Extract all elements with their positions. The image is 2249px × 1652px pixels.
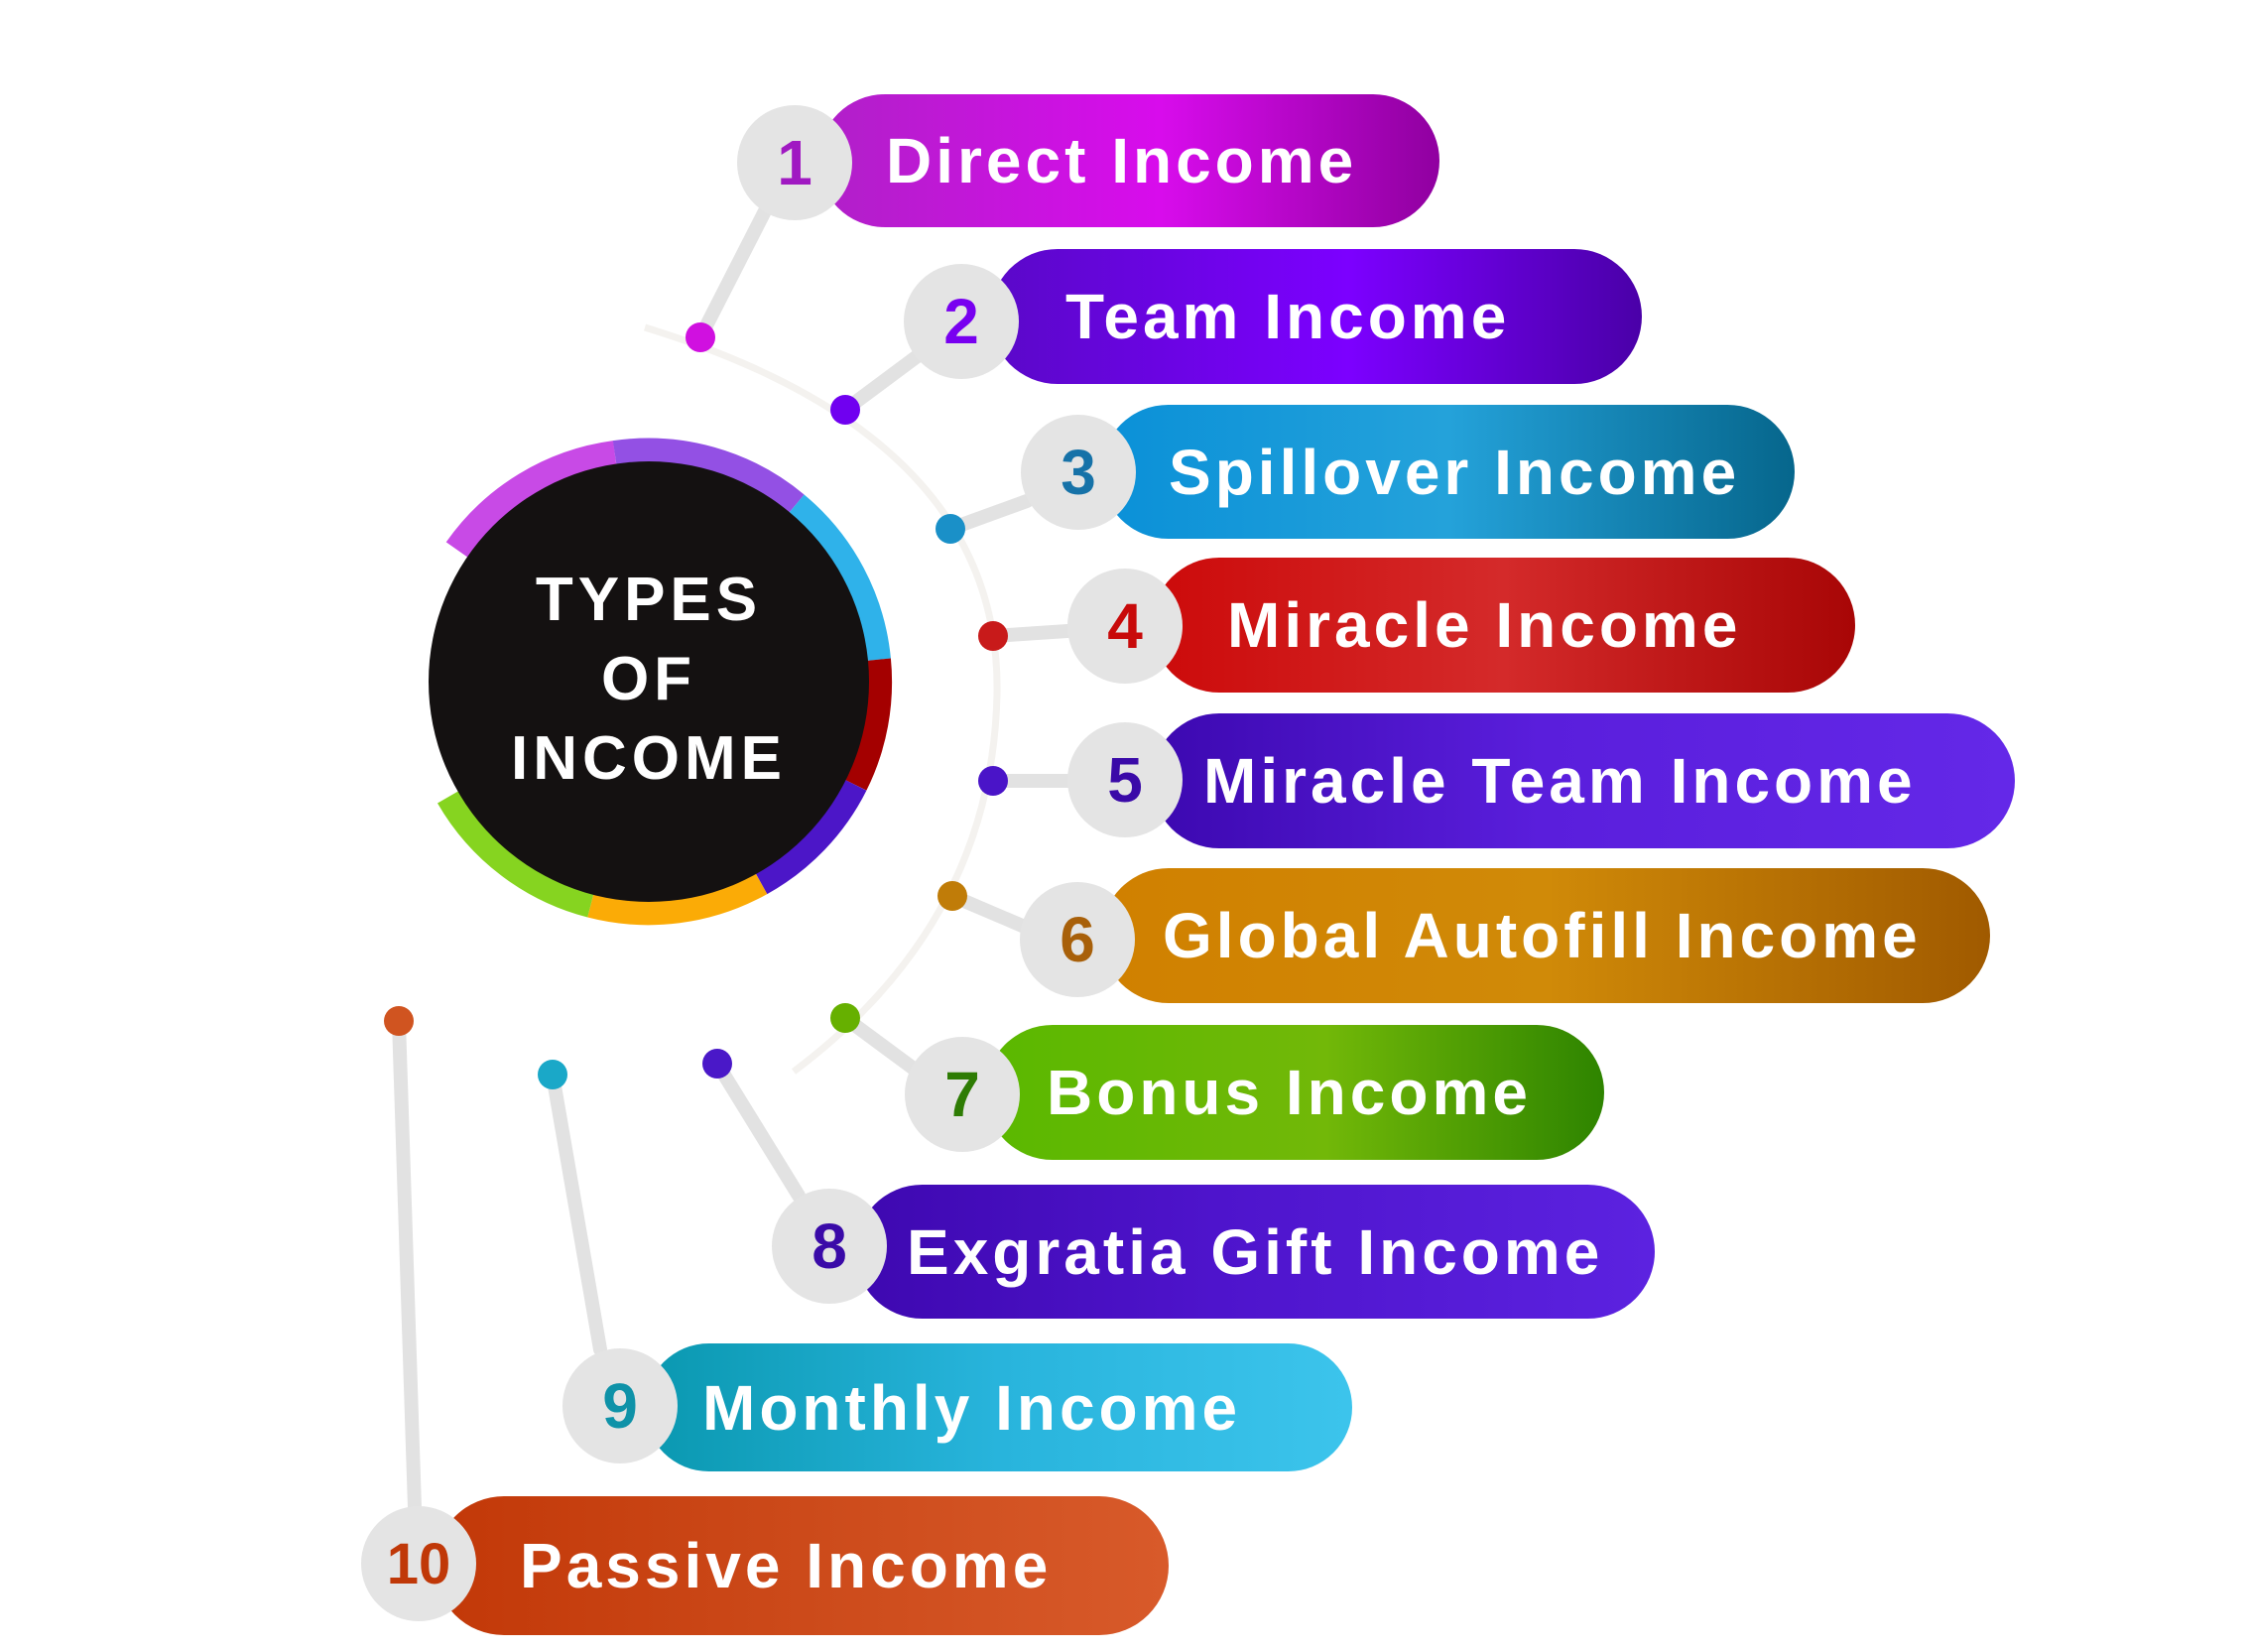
title-line-1: TYPES xyxy=(535,566,763,634)
income-number-5: 5 xyxy=(1107,744,1143,816)
ring-segment-red xyxy=(839,658,893,791)
center-ring xyxy=(437,438,893,926)
income-badge-3: 3 xyxy=(1021,415,1136,530)
dot-2 xyxy=(830,395,860,425)
income-label-1: Direct Income xyxy=(886,125,1358,196)
ring-segment-orange xyxy=(587,867,768,926)
ring-segment-indigo xyxy=(752,777,867,895)
income-number-10: 10 xyxy=(386,1531,451,1596)
income-badge-7: 7 xyxy=(905,1037,1020,1152)
income-badge-9: 9 xyxy=(562,1348,678,1463)
income-pill-1: Direct Income xyxy=(818,94,1439,227)
connector-line-8 xyxy=(710,1057,806,1203)
income-label-10: Passive Income xyxy=(520,1530,1053,1601)
income-label-6: Global Autofill Income xyxy=(1163,900,1922,971)
connector-line-10 xyxy=(392,1014,422,1515)
income-pill-9: Monthly Income xyxy=(645,1343,1352,1471)
income-badge-10: 10 xyxy=(361,1506,476,1621)
income-badge-6: 6 xyxy=(1020,882,1135,997)
income-label-5: Miracle Team Income xyxy=(1203,745,1917,817)
income-pill-2: Team Income xyxy=(990,249,1642,384)
income-label-2: Team Income xyxy=(1065,281,1511,352)
dot-5 xyxy=(978,766,1008,796)
center-title: TYPES OF INCOME xyxy=(450,561,847,799)
dot-1 xyxy=(686,322,715,352)
income-pill-4: Miracle Income xyxy=(1152,558,1855,693)
income-number-4: 4 xyxy=(1107,590,1143,662)
dot-9 xyxy=(538,1060,567,1089)
income-pill-3: Spillover Income xyxy=(1101,405,1795,539)
ring-segment-green xyxy=(437,788,595,918)
ring-segment-violet xyxy=(612,438,805,518)
income-number-8: 8 xyxy=(812,1210,847,1282)
income-number-6: 6 xyxy=(1060,904,1095,975)
ring-segment-magenta xyxy=(445,441,618,560)
dot-3 xyxy=(936,514,965,544)
income-label-3: Spillover Income xyxy=(1169,436,1741,508)
income-label-8: Exgratia Gift Income xyxy=(907,1215,1604,1288)
connector-line-9 xyxy=(546,1068,607,1356)
income-label-9: Monthly Income xyxy=(702,1371,1242,1444)
income-pill-10: Passive Income xyxy=(435,1496,1169,1635)
connector-line-7 xyxy=(838,1011,925,1079)
title-line-3: INCOME xyxy=(511,724,787,793)
income-number-7: 7 xyxy=(944,1059,980,1130)
income-pill-6: Global Autofill Income xyxy=(1101,868,1990,1003)
income-number-9: 9 xyxy=(602,1370,638,1442)
dot-4 xyxy=(978,621,1008,651)
income-number-2: 2 xyxy=(943,286,979,357)
dot-8 xyxy=(702,1049,732,1079)
income-badge-5: 5 xyxy=(1067,722,1183,837)
dot-6 xyxy=(937,881,967,911)
income-number-3: 3 xyxy=(1061,437,1096,508)
income-badge-2: 2 xyxy=(904,264,1019,379)
dot-10 xyxy=(384,1006,414,1036)
connector-line-2 xyxy=(838,345,930,417)
connector-dots xyxy=(384,322,1008,1089)
income-number-1: 1 xyxy=(777,127,812,198)
income-badge-1: 1 xyxy=(737,105,852,220)
ring-segment-sky xyxy=(785,494,891,662)
income-badge-4: 4 xyxy=(1067,569,1183,684)
center-circle xyxy=(429,461,869,902)
income-pill-8: Exgratia Gift Income xyxy=(855,1185,1655,1319)
connector-line-1 xyxy=(693,196,776,344)
outer-arc xyxy=(643,323,1001,1075)
income-label-4: Miracle Income xyxy=(1227,589,1742,661)
dot-7 xyxy=(830,1003,860,1033)
income-badge-8: 8 xyxy=(772,1189,887,1304)
income-pill-7: Bonus Income xyxy=(985,1025,1604,1160)
income-label-7: Bonus Income xyxy=(1047,1057,1532,1128)
income-pill-5: Miracle Team Income xyxy=(1152,713,2015,848)
title-line-2: OF xyxy=(600,645,697,713)
